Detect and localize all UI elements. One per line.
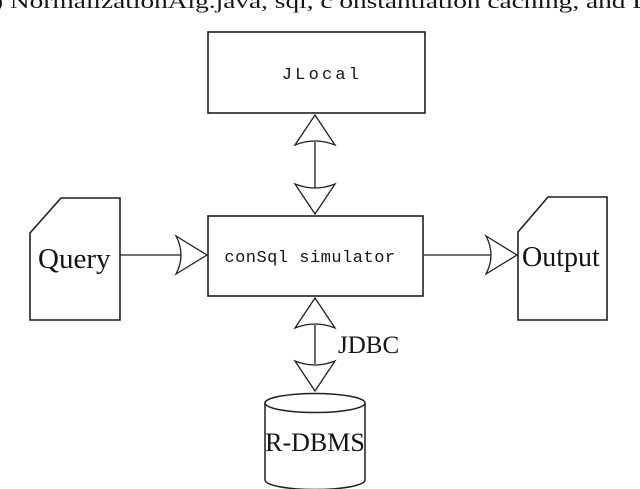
arrowhead-down-icon [293, 359, 337, 393]
clipped-caption-text: ) NormalizationAlg.java, sql, c onstanti… [0, 0, 640, 13]
query-doc [29, 197, 121, 321]
node-jlocal: JLocal [207, 31, 426, 114]
arrow-consql-rdbms: JDBC [293, 296, 399, 393]
jlocal-box [207, 31, 426, 114]
consql-box [207, 215, 424, 297]
rdbms-cylinder-top [264, 392, 366, 414]
arrow-query-consql [120, 234, 209, 276]
rdbms-label: R-DBMS [265, 428, 365, 457]
arrowhead-up-icon [293, 296, 337, 330]
consql-label: conSql simulator [224, 249, 395, 268]
output-label: Output [522, 242, 600, 273]
arrowhead-up-icon [293, 113, 337, 147]
output-doc [517, 196, 608, 321]
jlocal-label: JLocal [282, 66, 362, 85]
arrowhead-right-icon [484, 234, 519, 276]
query-label: Query [38, 243, 111, 275]
arrow-consql-output [424, 234, 519, 276]
node-rdbms: R-DBMS [264, 392, 366, 489]
arrowhead-right-icon [174, 234, 209, 276]
jdbc-label: JDBC [338, 332, 399, 359]
rdbms-cylinder-body [264, 403, 366, 489]
node-output: Output [517, 196, 608, 321]
node-consql: conSql simulator [207, 215, 424, 297]
arrowhead-down-icon [293, 182, 337, 216]
arrow-jlocal-consql [293, 113, 337, 216]
node-query: Query [29, 197, 121, 321]
